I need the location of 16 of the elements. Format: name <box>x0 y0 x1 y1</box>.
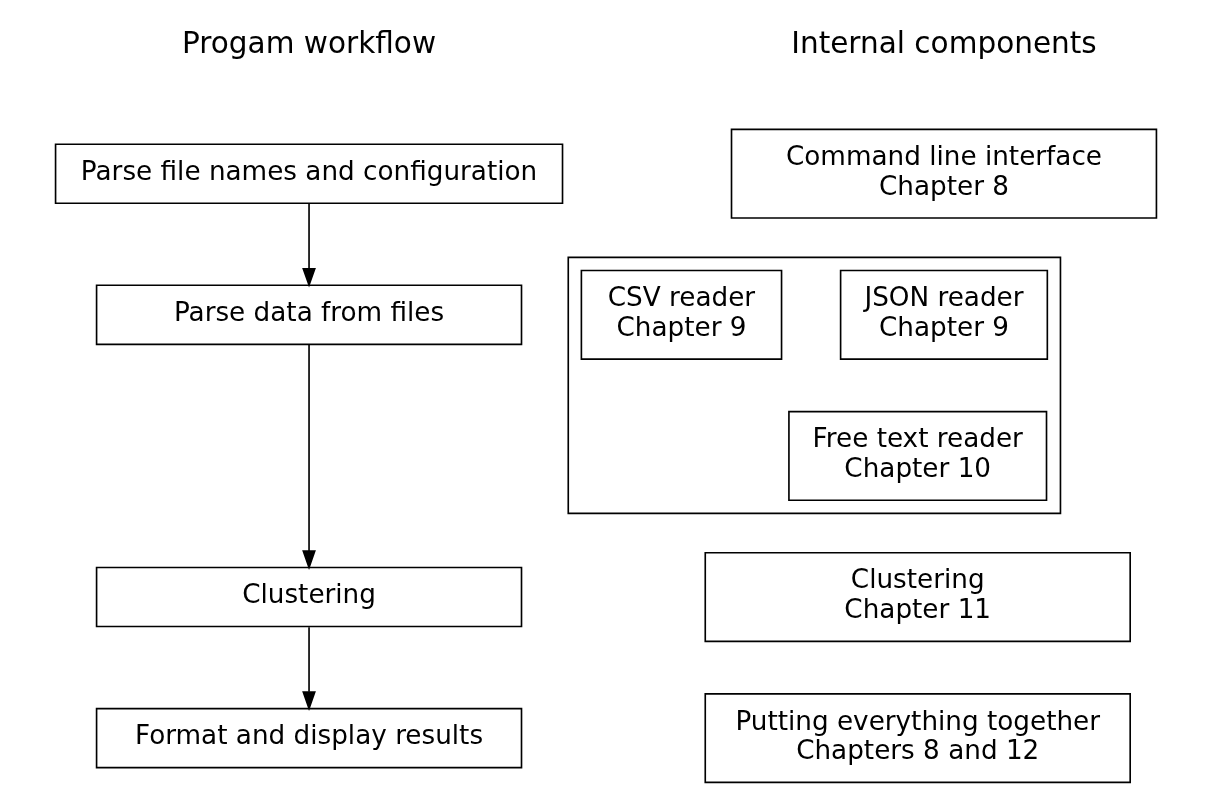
node-box: Parse data from files <box>95 284 522 346</box>
arrow <box>301 203 316 288</box>
node-box: Parse file names and configuration <box>54 143 563 205</box>
arrow <box>301 343 316 570</box>
node-box: Putting everything together Chapters 8 and 12 <box>703 693 1131 784</box>
node-box: CSV reader Chapter 9 <box>580 269 782 360</box>
node-box: Command line interface Chapter 8 <box>730 128 1157 219</box>
node-box: Clustering Chapter 11 <box>703 551 1131 643</box>
node-box: Free text reader Chapter 10 <box>787 410 1047 502</box>
node-box: Format and display results <box>95 707 522 769</box>
label: Internal components <box>790 25 1097 60</box>
arrow <box>301 626 316 711</box>
node-box: JSON reader Chapter 9 <box>839 269 1048 360</box>
cluster <box>566 256 1061 515</box>
label: Progam workflow <box>181 25 436 60</box>
node-box: Clustering <box>95 566 522 628</box>
